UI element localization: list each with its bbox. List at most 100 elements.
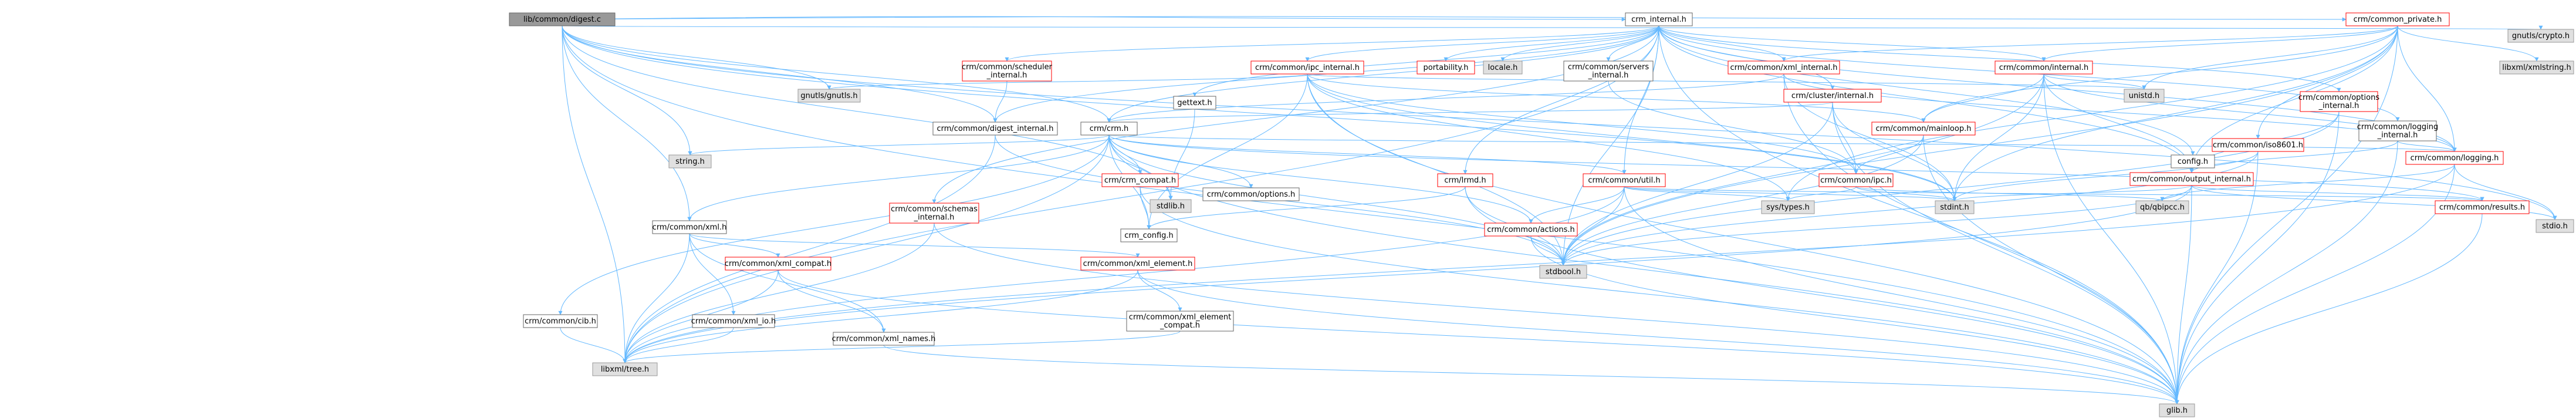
node-label: stdio.h: [2542, 222, 2568, 231]
node-results-h[interactable]: crm/common/results.h: [2435, 200, 2530, 214]
node-options-internal[interactable]: crm/common/options_internal.h: [2298, 91, 2379, 112]
node-xml-element-compat[interactable]: crm/common/xml_element_compat.h: [1126, 311, 1234, 332]
node-box: [2345, 12, 2450, 26]
node-options-h[interactable]: crm/common/options.h: [1202, 187, 1300, 201]
node-xml-internal[interactable]: crm/common/xml_internal.h: [1728, 60, 1840, 75]
node-root[interactable]: lib/common/digest.c: [509, 12, 616, 26]
edge-mainloop-to-ipc_h: [1854, 134, 1924, 174]
edge-common_internal-to-output_internal: [2043, 73, 2194, 173]
edge-common_private-to-common_internal: [2041, 25, 2398, 62]
node-xml-io[interactable]: crm/common/xml_io.h: [691, 314, 776, 328]
node-box: [2507, 29, 2574, 43]
node-label: crm/common/scheduler: [962, 63, 1053, 72]
edge-crm_internal-to-locale: [1500, 25, 1659, 62]
node-common-internal[interactable]: crm/common/internal.h: [1994, 60, 2093, 75]
edge-common_private-to-stdint: [1952, 25, 2398, 201]
node-label: string.h: [675, 157, 705, 166]
node-label: crm_internal.h: [1631, 15, 1686, 24]
node-xml-element[interactable]: crm/common/xml_element.h: [1080, 257, 1195, 271]
node-label: crm/common/servers: [1568, 63, 1649, 72]
node-box: [2129, 172, 2254, 186]
node-common-private[interactable]: crm/common_private.h: [2345, 12, 2450, 26]
node-scheduler-internal[interactable]: crm/common/scheduler_internal.h: [962, 60, 1053, 82]
edge-common_internal-to-stdbool: [1561, 73, 2044, 266]
node-crm-h[interactable]: crm/crm.h: [1080, 122, 1138, 136]
edge-root-to-stdint: [562, 25, 1957, 201]
node-label: _internal.h: [1588, 71, 1629, 80]
edge-cluster_internal-to-stdint: [1832, 102, 1957, 201]
edge-root-to-stdlib: [562, 25, 1173, 200]
node-box: [2300, 91, 2378, 112]
node-label: crm/common/xml.h: [653, 223, 727, 232]
node-label: unistd.h: [2129, 92, 2160, 100]
edge-xml_h-to-xml_names: [689, 233, 886, 333]
node-label: crm_config.h: [1124, 231, 1174, 240]
node-xml-compat[interactable]: crm/common/xml_compat.h: [725, 257, 831, 271]
node-xml-names[interactable]: crm/common/xml_names.h: [832, 332, 936, 346]
node-config-h[interactable]: config.h: [2171, 154, 2215, 168]
node-box: [1080, 257, 1195, 271]
node-label: crm/common/schemas: [891, 205, 978, 214]
edge-common_internal-to-mainloop: [1921, 73, 2044, 123]
node-iso8601[interactable]: crm/common/iso8601.h: [2212, 138, 2304, 152]
node-unistd: unistd.h: [2124, 89, 2165, 103]
node-output-internal[interactable]: crm/common/output_internal.h: [2129, 172, 2254, 186]
node-mainloop[interactable]: crm/common/mainloop.h: [1871, 122, 1976, 136]
node-crm-config[interactable]: crm_config.h: [1120, 228, 1178, 242]
edge-root-to-gnutls_gnutls: [562, 25, 831, 90]
edge-ipc_h-to-stdint: [1855, 186, 1957, 201]
edge-util_h-to-stdint: [1624, 186, 1957, 201]
node-gettext[interactable]: gettext.h: [1173, 96, 1216, 110]
node-logging-h[interactable]: crm/common/logging.h: [2405, 151, 2504, 165]
node-crm-compat[interactable]: crm/crm_compat.h: [1101, 173, 1179, 187]
node-label: glib.h: [2166, 406, 2188, 415]
edge-options_internal-to-glib: [2175, 111, 2340, 404]
node-string-h: string.h: [668, 154, 712, 168]
node-label: crm/common/logging.h: [2411, 154, 2499, 163]
node-label: lib/common/digest.c: [523, 15, 601, 24]
node-ipc-h[interactable]: crm/common/ipc.h: [1818, 173, 1894, 187]
node-lrmd[interactable]: crm/lrmd.h: [1437, 173, 1493, 187]
node-label: _internal.h: [986, 71, 1027, 80]
node-crm-internal[interactable]: crm_internal.h: [1625, 12, 1693, 26]
edge-mainloop-to-stdbool: [1561, 134, 1924, 266]
node-label: crm/common/xml_io.h: [691, 317, 776, 326]
node-servers-internal[interactable]: crm/common/servers_internal.h: [1563, 60, 1654, 82]
node-box: [1250, 60, 1364, 75]
edge-digest_internal-to-libxml_tree: [623, 134, 996, 363]
edge-crm_internal-to-util_h: [1622, 25, 1659, 174]
node-logging-internal[interactable]: crm/common/logging_internal.h: [2357, 120, 2438, 141]
edge-xml_h-to-xml_io: [689, 233, 736, 315]
node-digest-internal[interactable]: crm/common/digest_internal.h: [932, 122, 1058, 136]
node-label: crm/common/mainloop.h: [1876, 124, 1972, 133]
node-stdbool: stdbool.h: [1539, 265, 1587, 279]
node-label: crm/lrmd.h: [1444, 176, 1486, 185]
node-schemas-internal[interactable]: crm/common/schemas_internal.h: [889, 203, 979, 224]
node-util-h[interactable]: crm/common/util.h: [1583, 173, 1666, 187]
edge-crm_h-to-logging_h: [1108, 134, 2456, 152]
node-box: [1150, 199, 1192, 213]
node-box: [962, 60, 1052, 82]
node-actions-h[interactable]: crm/common/actions.h: [1484, 223, 1578, 237]
node-box: [1783, 89, 1882, 103]
node-cib-h[interactable]: crm/common/cib.h: [523, 314, 598, 328]
edge-root-to-gnutls_crypto: [562, 25, 2541, 30]
node-xml-h[interactable]: crm/common/xml.h: [652, 220, 727, 234]
edge-crm_internal-to-ipc_internal: [1305, 25, 1659, 62]
node-box: [523, 314, 598, 328]
edge-servers_internal-to-ipc_h: [1608, 80, 1858, 174]
edge-iso8601-to-glib: [2175, 151, 2259, 404]
edge-cluster_internal-to-crm_h: [1107, 102, 1833, 123]
edge-xml_h-to-xml_element: [689, 233, 1140, 258]
node-box: [668, 154, 712, 168]
edge-common_private-to-sys_types: [1786, 25, 2398, 201]
node-box: [1080, 122, 1138, 136]
edge-common_private-to-logging_h: [2397, 25, 2457, 152]
node-ipc-internal[interactable]: crm/common/ipc_internal.h: [1250, 60, 1364, 75]
node-label: crm/common/xml_compat.h: [725, 259, 831, 268]
node-label: qb/qbipcc.h: [2140, 203, 2185, 212]
node-portability[interactable]: portability.h: [1417, 60, 1475, 75]
edge-lrmd-to-crm_config: [1147, 186, 1466, 230]
node-cluster-internal[interactable]: crm/cluster/internal.h: [1783, 89, 1882, 103]
edge-crm_h-to-util_h: [1108, 134, 1627, 174]
